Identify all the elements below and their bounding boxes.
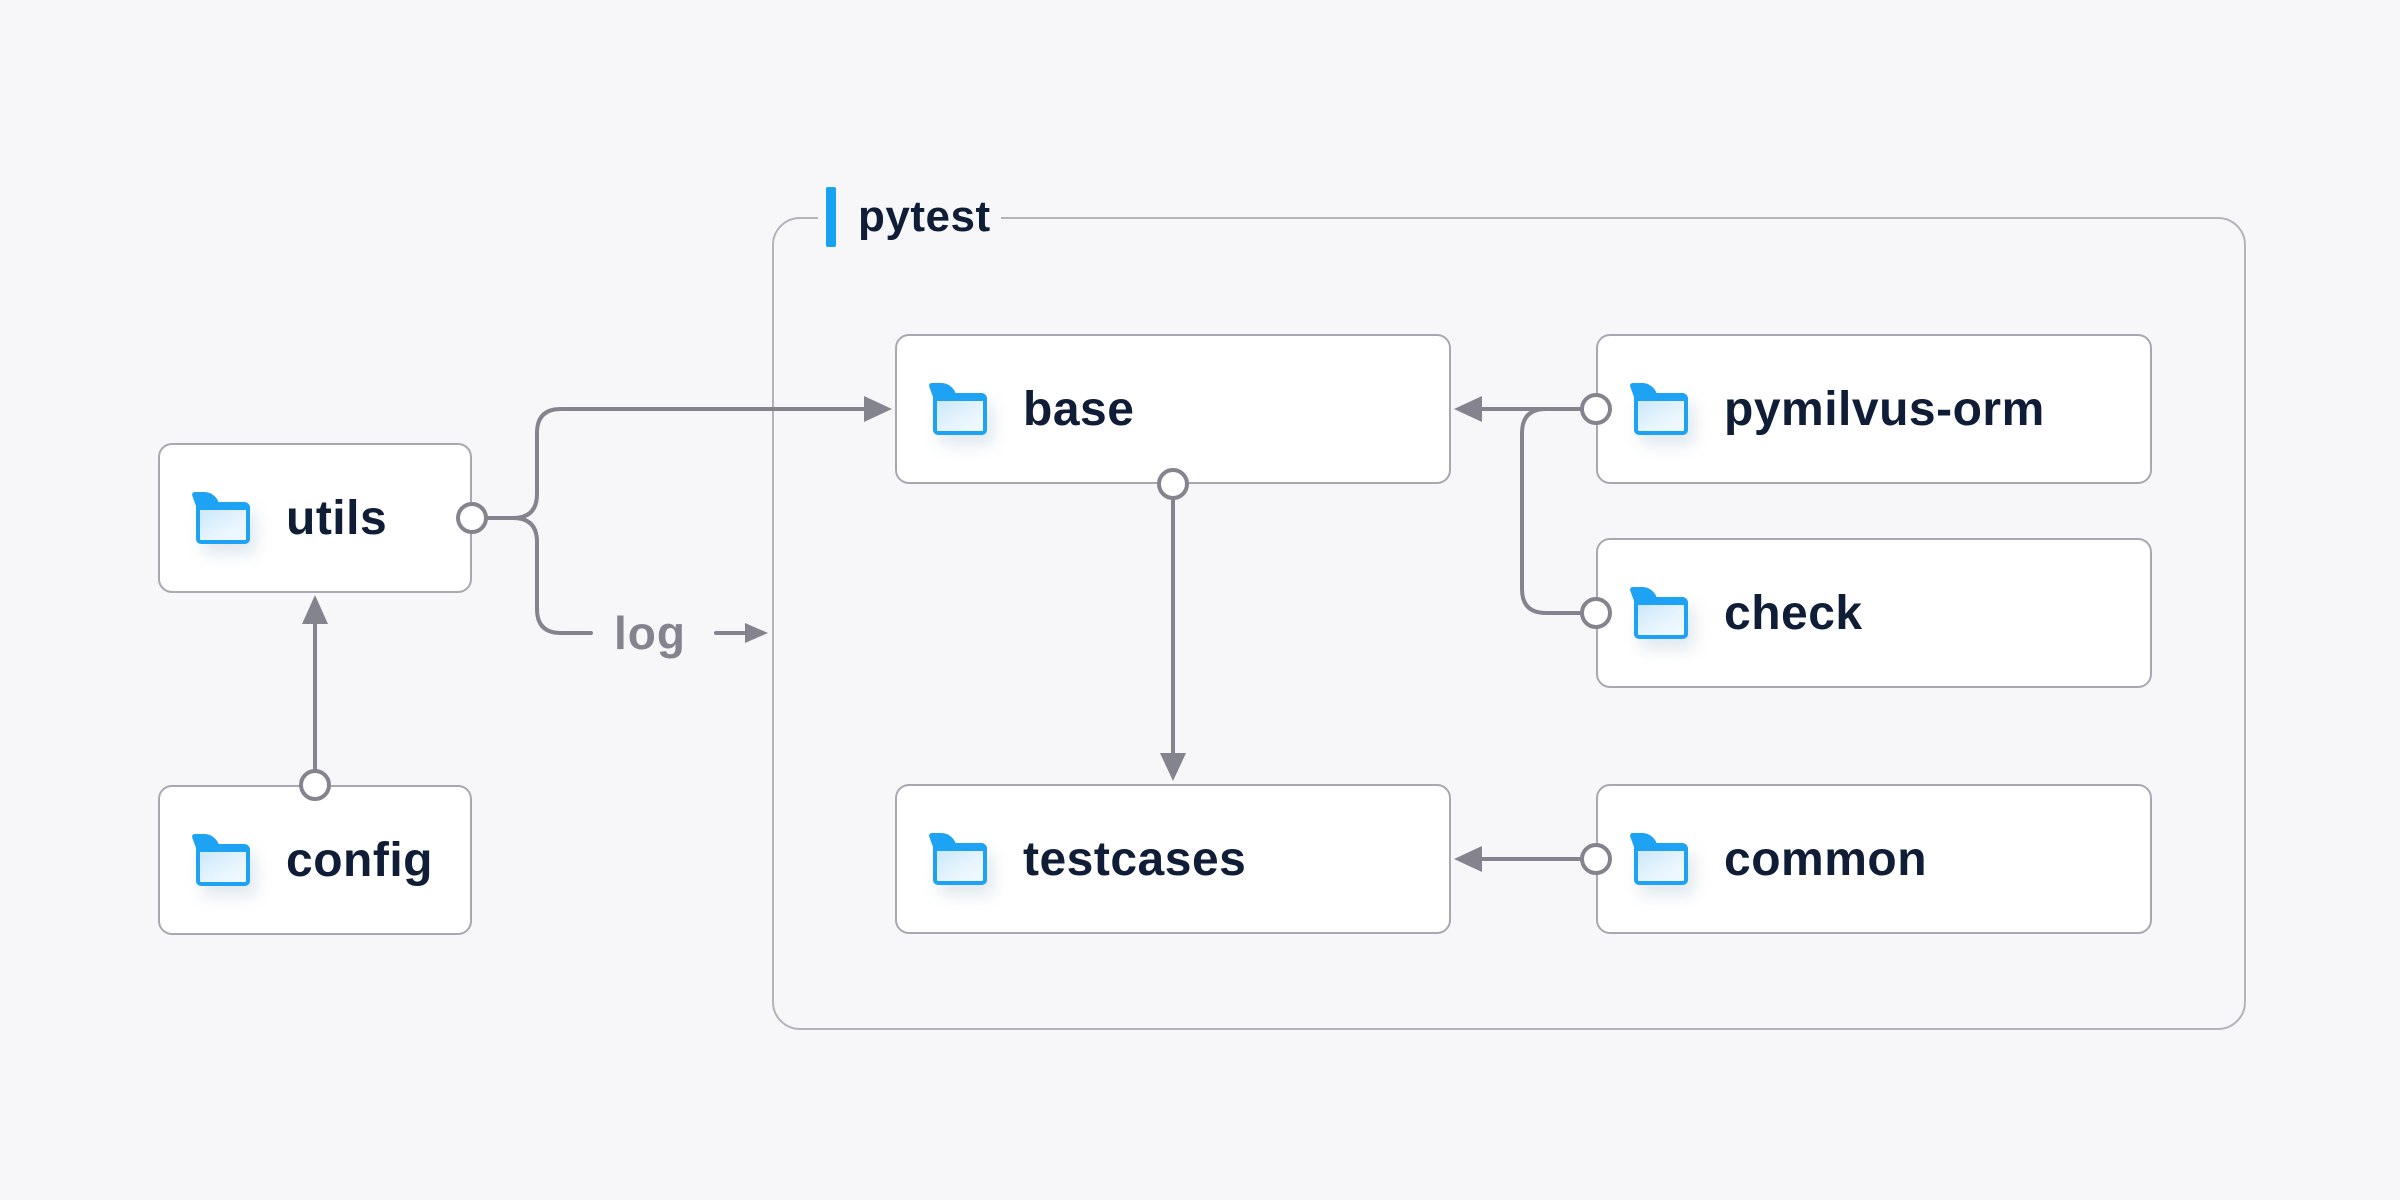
node-config: config [158, 785, 472, 935]
node-common: common [1596, 784, 2152, 934]
node-label: check [1724, 586, 1863, 640]
folder-icon [196, 502, 250, 544]
node-label: testcases [1023, 832, 1247, 886]
folder-icon [1634, 843, 1688, 885]
folder-icon [1634, 393, 1688, 435]
folder-icon [196, 844, 250, 886]
edge-utils-log [484, 516, 593, 635]
pytest-group-label: pytest [818, 185, 1001, 249]
node-testcases: testcases [895, 784, 1451, 934]
folder-icon [933, 843, 987, 885]
node-utils: utils [158, 443, 472, 593]
node-check: check [1596, 538, 2152, 688]
folder-icon [1634, 597, 1688, 639]
group-title: pytest [858, 192, 991, 241]
node-label: config [286, 833, 433, 887]
accent-bar [826, 187, 836, 247]
node-label: pymilvus-orm [1724, 382, 2045, 436]
edge-label-log: log [614, 607, 686, 659]
pytest-group: pytest [772, 185, 2246, 1030]
node-pymilvus-orm: pymilvus-orm [1596, 334, 2152, 484]
node-base: base [895, 334, 1451, 484]
arrowhead-up-into-utils [302, 595, 328, 624]
node-label: utils [286, 491, 388, 545]
node-label: base [1023, 382, 1135, 436]
arrowhead-log-small [745, 623, 768, 643]
folder-icon [933, 393, 987, 435]
node-label: common [1724, 832, 1928, 886]
